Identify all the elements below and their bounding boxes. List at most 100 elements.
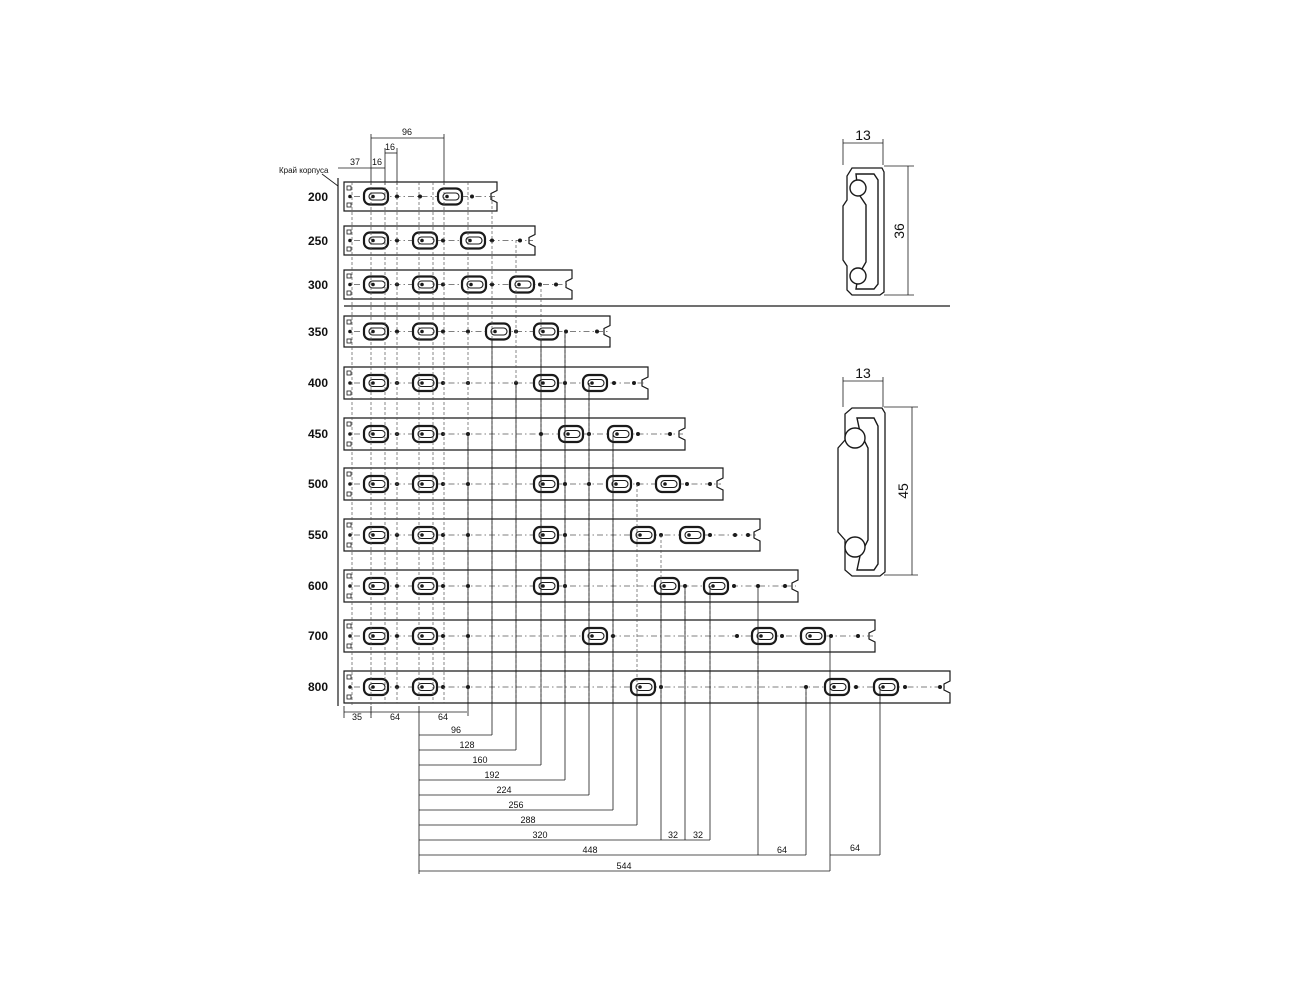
slot-screw-dot bbox=[420, 533, 424, 537]
profile-section-small: 13 36 bbox=[842, 127, 914, 296]
mounting-hole bbox=[732, 584, 736, 588]
mounting-hole bbox=[554, 282, 558, 287]
row-label-300: 300 bbox=[308, 278, 328, 292]
mounting-slot bbox=[411, 373, 439, 393]
profile-small-width: 13 bbox=[855, 127, 871, 143]
mounting-hole bbox=[538, 282, 542, 287]
mounting-slot bbox=[411, 322, 439, 341]
rail-end-hole bbox=[346, 370, 352, 376]
rail-end-dot bbox=[348, 482, 352, 486]
rail-end-hole bbox=[346, 338, 352, 344]
mounting-slot bbox=[362, 576, 390, 596]
mounting-slot bbox=[411, 626, 439, 646]
slot-screw-dot bbox=[541, 329, 545, 334]
rail-6 bbox=[343, 467, 724, 501]
profile-large-width: 13 bbox=[855, 365, 871, 381]
dim-448: 448 bbox=[582, 845, 597, 855]
mounting-hole bbox=[518, 238, 522, 243]
mounting-hole bbox=[441, 329, 445, 334]
row-labels: 200 250 300 350 400 450 500 550 600 700 … bbox=[308, 190, 328, 694]
slot-screw-dot bbox=[469, 282, 473, 287]
mounting-slot bbox=[532, 474, 560, 494]
mounting-hole bbox=[395, 238, 399, 243]
mounting-slot bbox=[532, 576, 560, 596]
row-label-250: 250 bbox=[308, 234, 328, 248]
mounting-hole bbox=[856, 634, 860, 638]
mounting-slot bbox=[484, 322, 512, 341]
slot-screw-dot bbox=[420, 482, 424, 486]
dim-16-a: 16 bbox=[372, 157, 382, 167]
slot-screw-dot bbox=[517, 282, 521, 287]
mounting-slot bbox=[362, 677, 390, 697]
profile-section-large: 13 45 bbox=[837, 365, 918, 577]
mounting-slot bbox=[436, 187, 464, 206]
profile-large-height: 45 bbox=[895, 483, 911, 499]
dim-35: 35 bbox=[352, 712, 362, 722]
mounting-hole bbox=[632, 381, 636, 385]
mounting-slot bbox=[653, 576, 681, 596]
slot-screw-dot bbox=[371, 482, 375, 486]
dim-16-b: 16 bbox=[385, 142, 395, 152]
mounting-hole bbox=[490, 282, 494, 287]
mounting-slot bbox=[581, 626, 609, 646]
mounting-hole bbox=[470, 194, 474, 199]
rail-end-hole bbox=[346, 643, 352, 649]
mounting-hole bbox=[612, 381, 616, 385]
mounting-hole bbox=[938, 685, 942, 689]
rail-end-hole bbox=[346, 290, 352, 296]
mounting-hole bbox=[441, 282, 445, 287]
mounting-hole bbox=[595, 329, 599, 334]
slot-screw-dot bbox=[808, 634, 812, 638]
slot-screw-dot bbox=[371, 282, 375, 287]
rail-body bbox=[343, 619, 876, 653]
mounting-slot bbox=[750, 626, 778, 646]
slot-screw-dot bbox=[420, 329, 424, 334]
mounting-slot bbox=[362, 424, 390, 444]
mounting-hole bbox=[395, 634, 399, 638]
mounting-hole bbox=[854, 685, 858, 689]
slot-screw-dot bbox=[662, 584, 666, 588]
slot-screw-dot bbox=[445, 194, 449, 199]
slot-screw-dot bbox=[566, 432, 570, 436]
rail-end-hole bbox=[346, 319, 352, 325]
slot-screw-dot bbox=[371, 238, 375, 243]
rail-body bbox=[343, 670, 951, 704]
slot-screw-dot bbox=[420, 584, 424, 588]
mounting-hole bbox=[395, 329, 399, 334]
rail-end-hole bbox=[346, 674, 352, 680]
mounting-hole bbox=[490, 238, 494, 243]
rail-body bbox=[343, 225, 536, 256]
mounting-slot bbox=[581, 373, 609, 393]
mounting-slot bbox=[411, 231, 439, 250]
slot-screw-dot bbox=[541, 381, 545, 385]
slot-screw-dot bbox=[371, 685, 375, 689]
dim-256: 256 bbox=[508, 800, 523, 810]
slot-screw-dot bbox=[687, 533, 691, 537]
rail-end-dot bbox=[348, 634, 352, 638]
slot-screw-dot bbox=[420, 238, 424, 243]
rail-7 bbox=[343, 518, 761, 552]
mounting-hole bbox=[708, 533, 712, 537]
rail-0 bbox=[343, 181, 498, 212]
cabinet-edge-label: Край корпуса bbox=[279, 166, 329, 175]
rail-end-dot bbox=[348, 685, 352, 689]
mounting-slot bbox=[362, 275, 390, 294]
slot-screw-dot bbox=[590, 634, 594, 638]
mounting-slot bbox=[459, 231, 487, 250]
rail-body bbox=[343, 417, 686, 451]
row-label-700: 700 bbox=[308, 629, 328, 643]
rail-end-hole bbox=[346, 573, 352, 579]
rail-end-hole bbox=[346, 593, 352, 599]
rail-end-hole bbox=[346, 623, 352, 629]
dim-128: 128 bbox=[459, 740, 474, 750]
slot-screw-dot bbox=[420, 685, 424, 689]
rail-1 bbox=[343, 225, 536, 256]
rail-end-hole bbox=[346, 694, 352, 700]
slot-screw-dot bbox=[590, 381, 594, 385]
mounting-slot bbox=[362, 626, 390, 646]
mounting-slot bbox=[362, 474, 390, 494]
rail-4 bbox=[343, 366, 649, 400]
row-label-350: 350 bbox=[308, 325, 328, 339]
rail-end-dot bbox=[348, 282, 352, 287]
slot-screw-dot bbox=[468, 238, 472, 243]
